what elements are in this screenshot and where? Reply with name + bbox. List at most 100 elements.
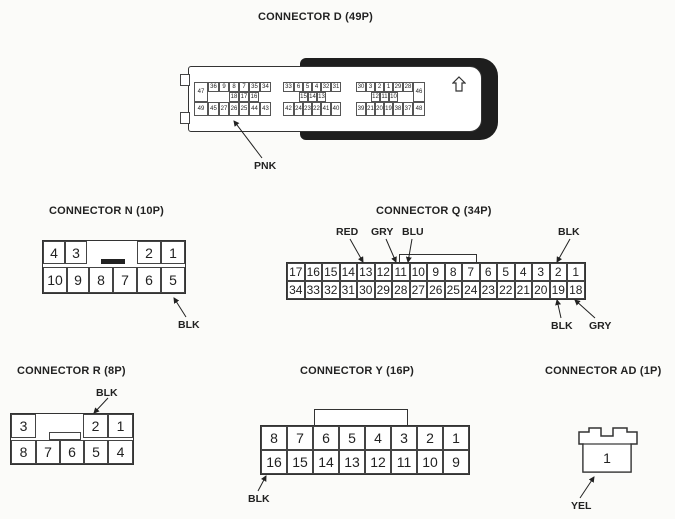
pin: 3 xyxy=(532,263,550,281)
pin: 3 xyxy=(11,414,36,438)
pin: 14 xyxy=(308,92,317,102)
pin: 38 xyxy=(393,102,403,116)
connector-r: 3 2 1 8 7 6 5 4 xyxy=(10,413,134,465)
pin: 25 xyxy=(444,281,462,299)
connector-d-group-3: 30 3 2 1 29 28 12 11 10 46 39 21 20 19 3 xyxy=(356,82,425,116)
pin: 30 xyxy=(356,82,366,92)
pin: 4 xyxy=(365,426,391,450)
pin: 15 xyxy=(287,450,313,474)
pin: 22 xyxy=(497,281,515,299)
pin: 12 xyxy=(371,92,380,102)
connector-y-title: CONNECTOR Y (16P) xyxy=(300,365,415,377)
connector-n: 4 3 2 1 10 9 8 7 6 5 xyxy=(42,240,186,294)
connector-r-key xyxy=(49,432,81,440)
pin: 37 xyxy=(403,102,413,116)
pin: 34 xyxy=(260,82,271,92)
pin: 11 xyxy=(391,450,417,474)
pin: 8 xyxy=(261,426,287,450)
pin: 39 xyxy=(356,102,366,116)
pin: 1 xyxy=(108,414,133,438)
pin: 12 xyxy=(374,263,392,281)
pin: 5 xyxy=(84,440,108,464)
pin: 3 xyxy=(366,82,375,92)
pin: 33 xyxy=(304,281,322,299)
pin: 2 xyxy=(417,426,443,450)
connector-q-title: CONNECTOR Q (34P) xyxy=(376,205,492,217)
pin: 9 xyxy=(443,450,469,474)
pin: 9 xyxy=(219,82,229,92)
pin: 40 xyxy=(331,102,341,116)
pin: 44 xyxy=(249,102,260,116)
pin: 45 xyxy=(208,102,219,116)
pin: 4 xyxy=(514,263,532,281)
pin: 36 xyxy=(208,82,219,92)
pin: 8 xyxy=(11,440,36,464)
pin: 24 xyxy=(462,281,480,299)
pin: 2 xyxy=(83,414,108,438)
pin: 9 xyxy=(67,267,89,293)
pin: 7 xyxy=(462,263,480,281)
pin: 2 xyxy=(375,82,384,92)
connector-r-title: CONNECTOR R (8P) xyxy=(17,365,126,377)
pin: 43 xyxy=(260,102,271,116)
pin: 13 xyxy=(357,263,375,281)
pin: 4 xyxy=(312,82,321,92)
pin: 1 xyxy=(161,241,185,264)
pin: 3 xyxy=(65,241,87,264)
pin: 17 xyxy=(239,92,249,102)
pin: 22 xyxy=(312,102,321,116)
pin: 16 xyxy=(304,263,322,281)
pin: 28 xyxy=(392,281,410,299)
pin: 8 xyxy=(89,267,113,293)
connector-d-group-2: 33 6 5 4 32 31 15 14 13 42 24 23 22 41 4… xyxy=(283,82,341,116)
pin: 19 xyxy=(549,281,567,299)
wire-label-yel: YEL xyxy=(571,500,592,512)
pin: 3 xyxy=(391,426,417,450)
pin: 31 xyxy=(339,281,357,299)
pin: 32 xyxy=(322,281,340,299)
connector-y-key xyxy=(314,409,408,426)
pin: 34 xyxy=(287,281,305,299)
pin: 12 xyxy=(365,450,391,474)
connector-d-tab xyxy=(180,112,190,124)
pin: 7 xyxy=(287,426,313,450)
pin: 20 xyxy=(532,281,550,299)
pin: 7 xyxy=(239,82,249,92)
connector-ad-housing xyxy=(578,427,638,473)
pin: 25 xyxy=(239,102,249,116)
pin: 32 xyxy=(321,82,331,92)
pin: 5 xyxy=(339,426,365,450)
pin: 10 xyxy=(389,92,398,102)
wire-label-blk: BLK xyxy=(178,319,200,331)
pin: 6 xyxy=(479,263,497,281)
pin: 18 xyxy=(229,92,239,102)
pin: 27 xyxy=(219,102,229,116)
pin: 1 xyxy=(384,82,393,92)
wire-label-blu: BLU xyxy=(402,226,424,238)
wire-label-pnk: PNK xyxy=(254,160,277,172)
pin: 15 xyxy=(322,263,340,281)
pin: 29 xyxy=(393,82,403,92)
pin: 14 xyxy=(313,450,339,474)
pin: 1 xyxy=(443,426,469,450)
pin: 8 xyxy=(444,263,462,281)
pin: 5 xyxy=(303,82,312,92)
pin: 20 xyxy=(375,102,384,116)
pin: 42 xyxy=(283,102,294,116)
pin: 48 xyxy=(413,102,425,116)
pin: 9 xyxy=(427,263,445,281)
pin: 5 xyxy=(161,267,185,293)
pin: 26 xyxy=(427,281,445,299)
pin: 28 xyxy=(403,82,413,92)
pin: 11 xyxy=(392,263,410,281)
pin: 2 xyxy=(137,241,161,264)
pin: 16 xyxy=(249,92,259,102)
pin: 35 xyxy=(249,82,260,92)
pin: 21 xyxy=(366,102,375,116)
connector-n-key xyxy=(101,259,125,264)
pin: 46 xyxy=(413,82,425,102)
pin: 10 xyxy=(409,263,427,281)
pin: 1 xyxy=(603,450,611,466)
pin: 21 xyxy=(514,281,532,299)
